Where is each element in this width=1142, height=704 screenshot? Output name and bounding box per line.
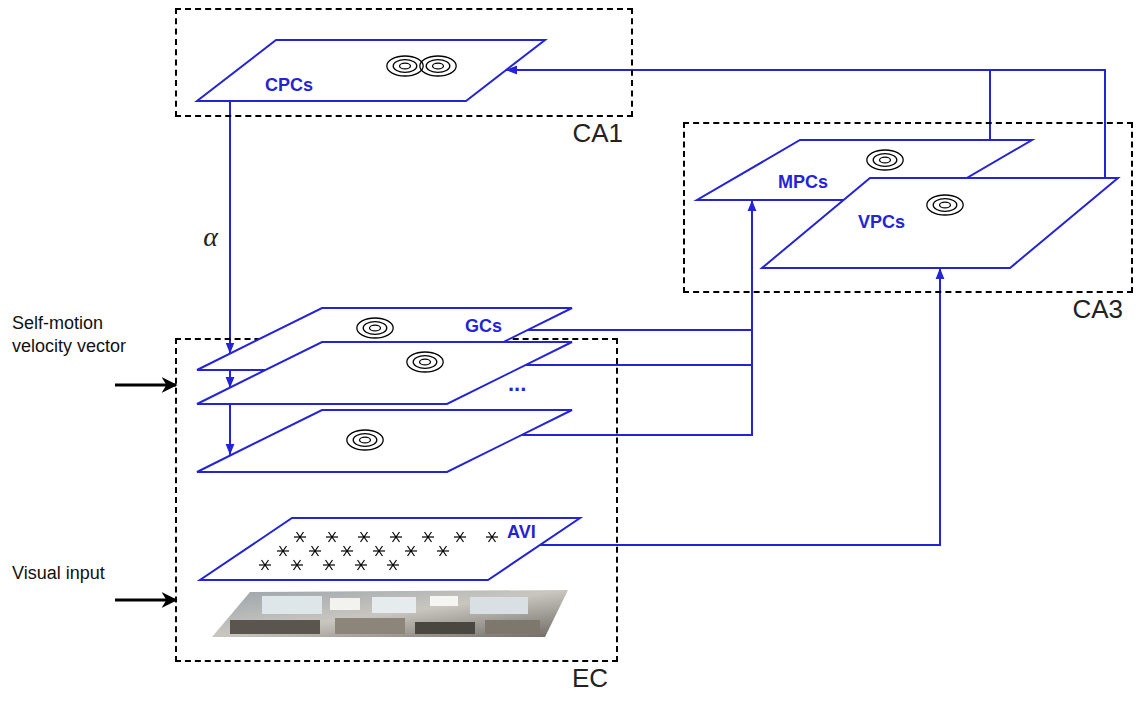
grid-cell-layer	[197, 410, 572, 472]
region-box: GCsAVIEC	[175, 338, 618, 662]
firing-field	[420, 56, 456, 76]
layer-arrow	[229, 404, 231, 455]
grid-cell-layer	[197, 342, 572, 404]
cell-layer: AVI	[200, 518, 580, 580]
firing-field	[387, 56, 423, 76]
region-label: CA1	[572, 119, 623, 149]
layer-outline	[197, 308, 572, 370]
connector-arrow	[229, 101, 231, 354]
cell-layer: CPCs	[197, 40, 545, 101]
layer-arrow	[229, 370, 231, 388]
firing-field	[407, 352, 443, 372]
region-box: CPCsCA1	[175, 8, 633, 117]
firing-field	[867, 150, 903, 170]
firing-field	[347, 430, 383, 450]
layer-wire	[526, 364, 752, 366]
layer-label: CPCs	[265, 75, 313, 96]
layer-plane	[762, 178, 1118, 268]
layer-wire	[522, 330, 752, 435]
connector-arrow	[540, 268, 940, 545]
firing-field	[357, 318, 393, 338]
layer-label: AVI	[507, 522, 536, 543]
visual-features	[259, 532, 498, 570]
layer-label: MPCs	[778, 172, 828, 193]
firing-field	[927, 195, 963, 215]
input-arrow	[115, 599, 176, 602]
edge-label: α	[203, 219, 218, 255]
region-label: CA3	[1072, 295, 1123, 325]
layer-plane	[200, 518, 580, 580]
region-box: MPCsVPCsCA3	[683, 122, 1133, 293]
layer-plane	[197, 308, 572, 370]
layer-label: GCs	[465, 316, 502, 337]
region-label: EC	[572, 664, 608, 694]
layer-outline	[197, 40, 545, 101]
cell-layer: GCs	[197, 308, 572, 370]
layer-label: VPCs	[858, 212, 905, 233]
input-arrow	[115, 384, 176, 387]
camera-image	[212, 590, 568, 637]
layer-plane	[197, 40, 545, 101]
ellipsis-mark: ...	[508, 370, 526, 399]
input-label: Self-motion velocity vector	[12, 312, 152, 359]
input-label: Visual input	[12, 562, 152, 585]
